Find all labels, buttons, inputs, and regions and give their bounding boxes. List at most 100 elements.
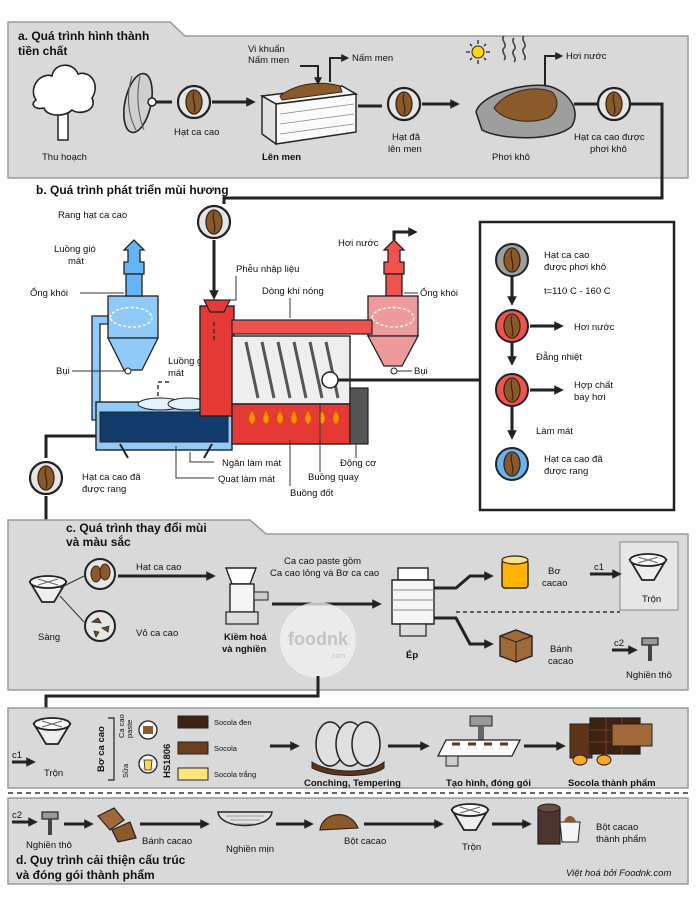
hot-air-label: Dòng khí nóng xyxy=(262,286,324,297)
dust-right-label: Bụi xyxy=(414,366,428,377)
coarse-label-d: Nghiền thô xyxy=(26,840,72,851)
section-d-title-2: và đóng gói thành phẩm xyxy=(16,868,155,882)
dark-choc-label: Socola đen xyxy=(214,718,252,727)
section-a-panel: a. Quá trình hình thành tiền chất Thu ho… xyxy=(7,21,689,204)
finished-powder-label-1: Bột cacao xyxy=(596,822,638,833)
dried-label-1: Hạt ca cao được xyxy=(574,132,645,143)
white-choc-label: Socola trắng xyxy=(214,770,256,779)
mix-label-c: Trộn xyxy=(642,594,661,605)
press-icon xyxy=(391,567,435,637)
molding-machine-icon xyxy=(436,715,522,767)
roasted-bean-icon xyxy=(30,462,62,494)
fermentation-box-icon xyxy=(259,82,359,146)
c2-label-d: c2 xyxy=(12,810,22,821)
hopper-label: Phễu nhập liệu xyxy=(236,264,299,275)
paste-label-2: Ca cao lỏng và Bơ ca cao xyxy=(270,568,379,579)
side-isothermal-label: Đẳng nhiệt xyxy=(536,351,582,363)
section-d-panel: c1 Trộn Bơ ca cao Ca cao paste Sữa HS180… xyxy=(7,707,689,885)
stage-steam-bean xyxy=(495,309,529,343)
fermented-bean-icon xyxy=(388,88,420,120)
beans-label: Hạt ca cao xyxy=(174,127,219,138)
svg-text:foodnk: foodnk xyxy=(288,629,349,649)
shell-icon xyxy=(84,610,116,642)
finished-powder-icon xyxy=(537,803,581,845)
roaster-machine xyxy=(199,239,420,445)
paste-jar-icon xyxy=(138,720,158,740)
steam-label-b: Hơi nước xyxy=(338,238,379,249)
press-label: Ép xyxy=(406,650,418,661)
side-dried-label-1: Hạt ca cao xyxy=(544,250,589,261)
chimney-left-label: Ống khói xyxy=(30,287,68,299)
fermentation-label: Lên men xyxy=(262,152,301,163)
side-dried-label-2: được phơi khô xyxy=(544,262,606,273)
steam-lines-icon xyxy=(502,35,526,63)
cooler-tower xyxy=(91,239,160,421)
dark-choc-swatch xyxy=(177,715,209,729)
paste-label-1: Ca cao paste gồm xyxy=(284,556,361,567)
cake-label-1: Bánh xyxy=(550,644,572,655)
bean-circle-icon xyxy=(84,558,116,590)
cocoa-paste-label-2: paste xyxy=(125,720,134,738)
side-cooling-label: Làm mát xyxy=(536,426,573,437)
cool-air2-label-2: mát xyxy=(168,368,184,379)
butter-label-1: Bơ xyxy=(548,566,561,577)
drum-label: Buồng quay xyxy=(308,472,359,483)
powder-label: Bột cacao xyxy=(344,836,386,847)
side-volatile-label-1: Hợp chất xyxy=(574,380,613,391)
cooling-fan-label: Quạt làm mát xyxy=(218,474,275,485)
shell-label: Vỏ ca cao xyxy=(136,628,178,639)
grind-label-1: Kiềm hoá xyxy=(224,632,267,643)
milk-choc-label: Socola xyxy=(214,744,238,753)
finished-chocolate-icon xyxy=(569,717,653,766)
c2-label: c2 xyxy=(614,638,624,649)
molding-label: Tạo hình, đóng gói xyxy=(446,778,531,789)
c1-label-d: c1 xyxy=(12,750,22,761)
fermented-label-1: Hạt đã xyxy=(392,132,421,143)
section-c-panel: c. Quá trình thay đổi mùi và màu sắc Sàn… xyxy=(7,519,689,716)
milk-label: Sữa xyxy=(121,763,130,778)
c1-label: c1 xyxy=(594,562,604,573)
cocoa-butter-label: Bơ ca cao xyxy=(96,726,107,772)
cooling-tray xyxy=(95,397,233,459)
side-roasted-label-1: Hạt ca cao đã xyxy=(544,454,603,465)
dried-label-2: phơi khô xyxy=(590,144,627,155)
bean-label-c: Hạt ca cao xyxy=(136,562,181,573)
tree-icon xyxy=(32,64,96,141)
mix-label-d: Trộn xyxy=(44,768,63,779)
fine-sieve-icon xyxy=(217,811,273,827)
stage-volatile-bean xyxy=(495,373,529,407)
steam-label-a: Hơi nước xyxy=(566,51,607,62)
coarse-label-c: Nghiền thô xyxy=(626,670,672,681)
cake-label-2: cacao xyxy=(548,656,573,667)
dried-bean-icon xyxy=(598,88,630,120)
cocoa-cake-pieces-icon xyxy=(97,807,137,843)
section-a-title: a. Quá trình hình thành xyxy=(18,29,149,43)
white-choc-swatch xyxy=(177,767,209,781)
cocoa-paste-label-1: Ca cao xyxy=(117,714,126,738)
fermented-label-2: lên men xyxy=(388,144,422,155)
yeast-out-label: Nấm men xyxy=(352,53,393,64)
harvest-label: Thu hoạch xyxy=(42,152,87,163)
section-a-title-2: tiền chất xyxy=(18,44,67,58)
cocoa-pod-icon xyxy=(123,72,157,134)
cocoa-bean-icon xyxy=(178,86,210,118)
roasted-label-2: được rang xyxy=(82,484,126,495)
stage-dried-bean xyxy=(495,243,529,277)
foodnk-watermark: foodnk .com xyxy=(280,602,356,678)
dried-bean-input-icon xyxy=(198,206,230,238)
finished-choc-label: Socola thành phẩm xyxy=(568,778,656,789)
section-b-title: b. Quá trình phát triển mùi hương xyxy=(36,183,229,197)
dust-left-label: Bụi xyxy=(56,366,70,377)
cocoa-powder-icon xyxy=(319,814,359,831)
section-c-title-2: và màu sắc xyxy=(66,534,131,549)
cooling-tray-label: Ngăn làm mát xyxy=(222,458,281,469)
combustion-label: Buồng đốt xyxy=(290,488,334,499)
fine-label: Nghiền mịn xyxy=(226,844,274,855)
hs-code-label: HS1806 xyxy=(162,744,173,778)
butter-label-2: cacao xyxy=(542,578,567,589)
cake-icon xyxy=(499,629,533,663)
sun-dry-label: Phơi khô xyxy=(492,152,530,163)
grinder-icon xyxy=(224,567,269,625)
